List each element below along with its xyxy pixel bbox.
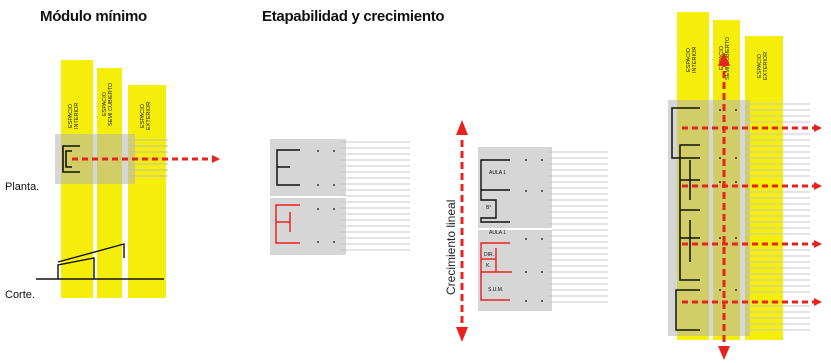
room-aula1-bottom: AULA 1	[489, 230, 506, 236]
right-zone-band-exterior	[745, 36, 783, 340]
right-vertical-arrow-head-bottom	[718, 346, 730, 360]
label-corte: Corte.	[5, 289, 35, 301]
stage2-exterior-lines	[548, 151, 608, 303]
stage1-plan-black	[276, 149, 300, 186]
right-exterior-lines	[745, 103, 810, 331]
right-gray-block	[668, 100, 750, 336]
stage1-dots	[317, 150, 335, 243]
zone-band-exterior	[128, 85, 166, 298]
room-sum: S.U.M.	[488, 287, 504, 293]
room-cocina: K.	[486, 263, 491, 269]
right-plan-black	[671, 107, 700, 331]
title-etapabilidad: Etapabilidad y crecimiento	[262, 8, 445, 25]
right-horizontal-arrows	[682, 124, 822, 306]
right-vertical-arrow-head-top	[718, 52, 730, 66]
left-section-drawing	[36, 243, 164, 280]
stage2-dots	[525, 159, 543, 302]
right-dots	[719, 109, 737, 291]
stage2-plan-red	[480, 242, 512, 301]
stage1-plan-red	[275, 204, 300, 244]
stage1-exterior-lines	[340, 141, 410, 251]
title-modulo-minimo: Módulo mínimo	[40, 8, 147, 25]
vertical-arrow-head-bottom	[456, 327, 468, 342]
room-aula1-top: AULA 1	[489, 170, 506, 176]
stage2-plan-black	[480, 159, 510, 223]
left-module-plan	[62, 145, 80, 173]
room-direccion: DIR.	[484, 252, 494, 258]
left-exterior-lines	[128, 139, 168, 177]
room-bano: B°	[486, 205, 492, 211]
vertical-arrow-head-top	[456, 120, 468, 135]
label-planta: Planta.	[5, 181, 40, 193]
